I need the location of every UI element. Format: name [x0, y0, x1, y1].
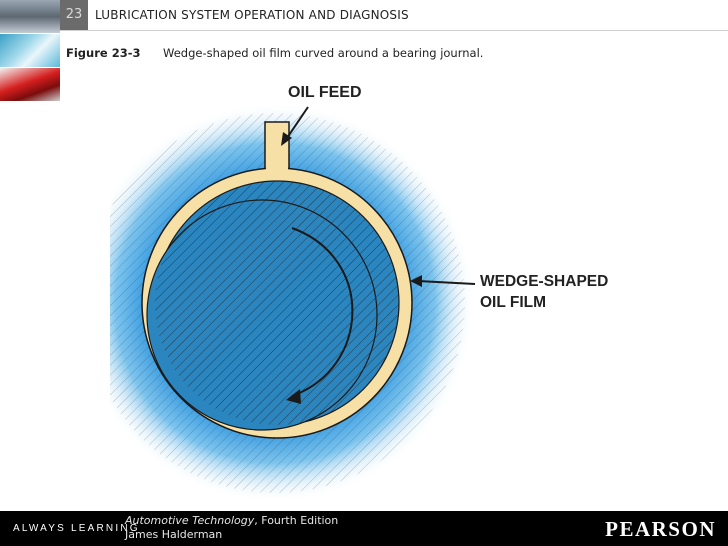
- label-wedge-line2: OIL FILM: [480, 294, 547, 311]
- thumbnail-car: [0, 68, 60, 102]
- header-bar: [88, 0, 728, 30]
- book-author: James Halderman: [125, 528, 223, 541]
- thumbnail-engine: [0, 0, 60, 34]
- label-wedge-line1: WEDGE-SHAPED: [480, 273, 609, 290]
- wedge-arrowhead: [410, 275, 422, 287]
- rotation-arrowhead: [286, 389, 301, 404]
- journal-hatch: [155, 181, 399, 425]
- slide-thumbnails: [0, 0, 60, 103]
- chapter-number: 23: [60, 0, 88, 30]
- bearing-diagram: [110, 103, 476, 498]
- book-credit: Automotive Technology, Fourth Edition Ja…: [125, 514, 338, 542]
- book-edition: , Fourth Edition: [254, 514, 339, 527]
- figure-caption: Wedge-shaped oil film curved around a be…: [163, 46, 484, 60]
- label-oil-feed: OIL FEED: [288, 84, 362, 101]
- brand-tagline: ALWAYS LEARNING: [13, 523, 140, 534]
- publisher-logo: PEARSON: [605, 517, 716, 541]
- header-divider: [60, 30, 728, 31]
- oil-feed-arrow: [286, 106, 309, 139]
- pipe-joint-cover: [266, 166, 288, 176]
- thumbnail-crystals: [0, 34, 60, 68]
- footer-bar: ALWAYS LEARNING Automotive Technology, F…: [0, 511, 728, 546]
- book-title: Automotive Technology: [125, 514, 255, 527]
- oil-feed-arrowhead: [281, 132, 292, 146]
- label-wedge-oil-film: WEDGE-SHAPED OIL FILM: [480, 271, 608, 313]
- rotation-arrow: [291, 227, 354, 397]
- wedge-arrow: [417, 280, 476, 285]
- figure-label: Figure 23-3: [66, 46, 141, 60]
- chapter-title: LUBRICATION SYSTEM OPERATION AND DIAGNOS…: [95, 8, 409, 22]
